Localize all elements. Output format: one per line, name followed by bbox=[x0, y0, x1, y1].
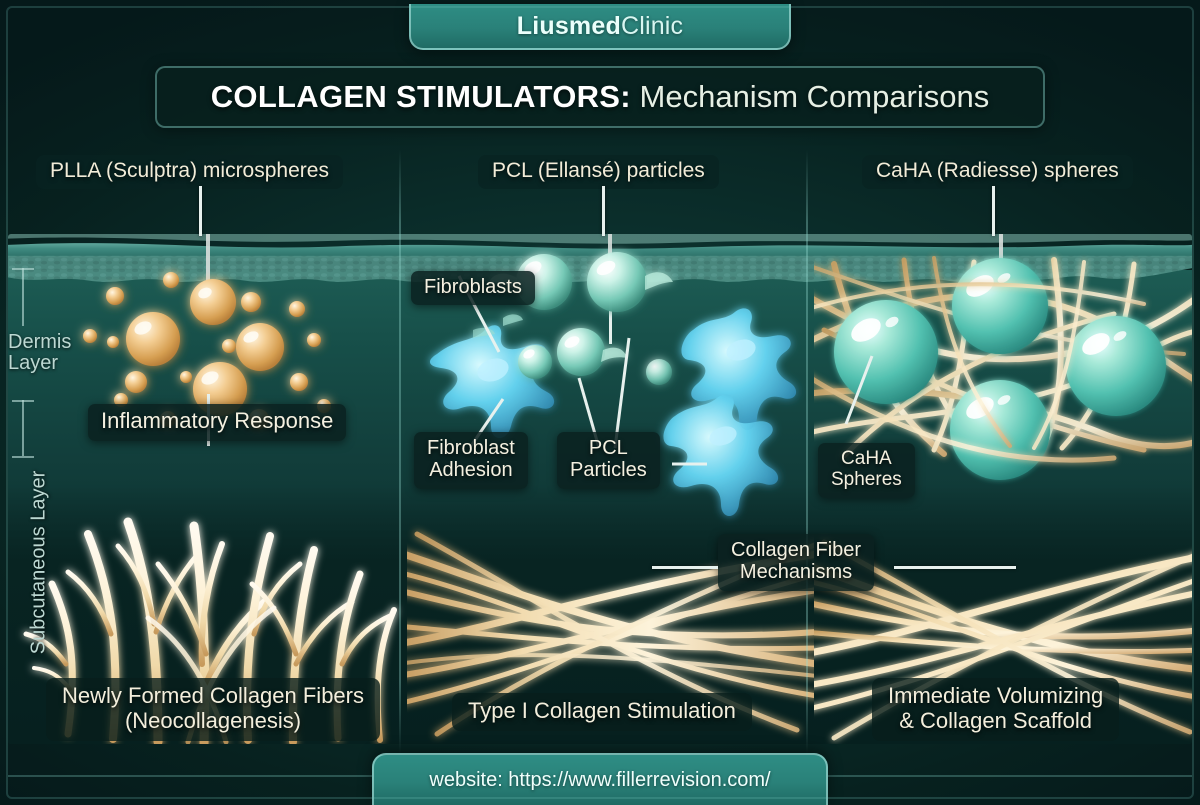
leader-line-pcl bbox=[602, 186, 605, 236]
brand-name-light: Clinic bbox=[620, 11, 684, 40]
page-title: COLLAGEN STIMULATORS: Mechanism Comparis… bbox=[211, 79, 990, 115]
caption-pcl: Type I Collagen Stimulation bbox=[452, 693, 752, 732]
annotation-caha-spheres: CaHA Spheres bbox=[818, 443, 915, 498]
footer-chip[interactable]: website: https://www.fillerrevision.com/ bbox=[372, 753, 828, 805]
pcl-illustration bbox=[407, 234, 814, 737]
annotation-fibroblasts: Fibroblasts bbox=[411, 271, 535, 306]
page-title-strong: COLLAGEN STIMULATORS: bbox=[210, 79, 631, 114]
leader-line-plla bbox=[199, 186, 202, 236]
page-title-light: Mechanism Comparisons bbox=[630, 79, 990, 114]
column-header-caha: CaHA (Radiesse) spheres bbox=[862, 155, 1133, 189]
column-divider-1 bbox=[399, 150, 401, 754]
leader-line-collagen-right bbox=[894, 566, 1016, 569]
brand-title: LiusmedClinic bbox=[517, 12, 684, 41]
column-divider-2 bbox=[806, 150, 808, 754]
annotation-inflammatory-response: Inflammatory Response bbox=[88, 404, 347, 441]
dermis-layer-label: Dermis Layer bbox=[8, 331, 72, 374]
skin-cross-section-panel bbox=[8, 234, 1192, 744]
annotation-collagen-fiber-mechanisms: Collagen Fiber Mechanisms bbox=[718, 534, 875, 591]
website-url: website: https://www.fillerrevision.com/ bbox=[429, 768, 771, 791]
brand-chip[interactable]: LiusmedClinic bbox=[409, 4, 791, 50]
annotation-fibroblast-adhesion: Fibroblast Adhesion bbox=[414, 432, 528, 489]
main-title-box: COLLAGEN STIMULATORS: Mechanism Comparis… bbox=[155, 66, 1045, 128]
caha-illustration bbox=[814, 234, 1192, 741]
leader-line-collagen-left bbox=[652, 566, 718, 569]
subcutaneous-layer-label: Subcutaneous Layer bbox=[27, 470, 50, 655]
caption-plla: Newly Formed Collagen Fibers (Neocollage… bbox=[46, 678, 380, 742]
annotation-pcl-particles: PCL Particles bbox=[557, 432, 660, 489]
brand-name-bold: Liusmed bbox=[516, 11, 621, 40]
caption-caha: Immediate Volumizing & Collagen Scaffold bbox=[872, 678, 1120, 742]
column-header-plla: PLLA (Sculptra) microspheres bbox=[36, 155, 343, 189]
column-header-pcl: PCL (Ellansé) particles bbox=[478, 155, 719, 189]
leader-line-caha bbox=[992, 186, 995, 236]
plla-illustration bbox=[23, 234, 397, 744]
